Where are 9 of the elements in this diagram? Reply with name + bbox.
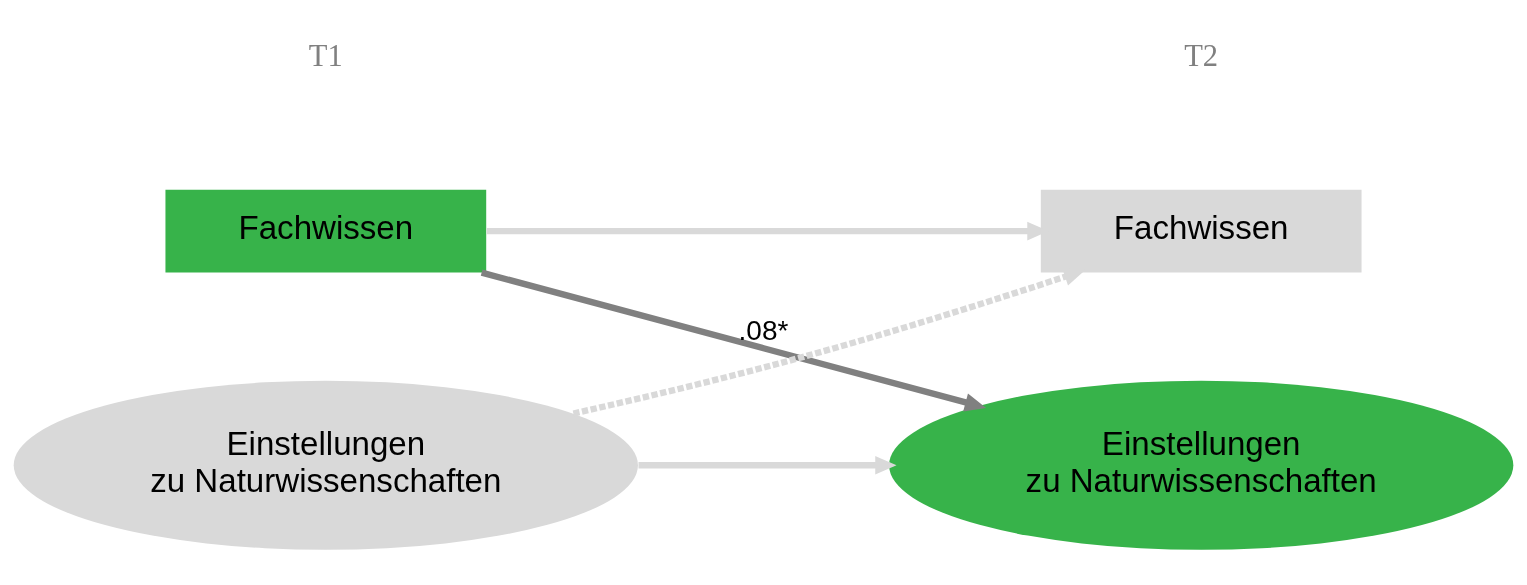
edge-label: .08* <box>738 315 789 347</box>
node-ellipse: Einstellungen zu Naturwissenschaften <box>13 380 638 550</box>
label: T1 <box>308 38 343 73</box>
node-box: Fachwissen <box>1040 189 1362 273</box>
node-ellipse: Einstellungen zu Naturwissenschaften <box>889 380 1514 550</box>
arrow <box>638 456 897 475</box>
label: T2 <box>1184 38 1219 73</box>
arrow <box>480 269 987 412</box>
node-box: Fachwissen <box>165 189 487 273</box>
